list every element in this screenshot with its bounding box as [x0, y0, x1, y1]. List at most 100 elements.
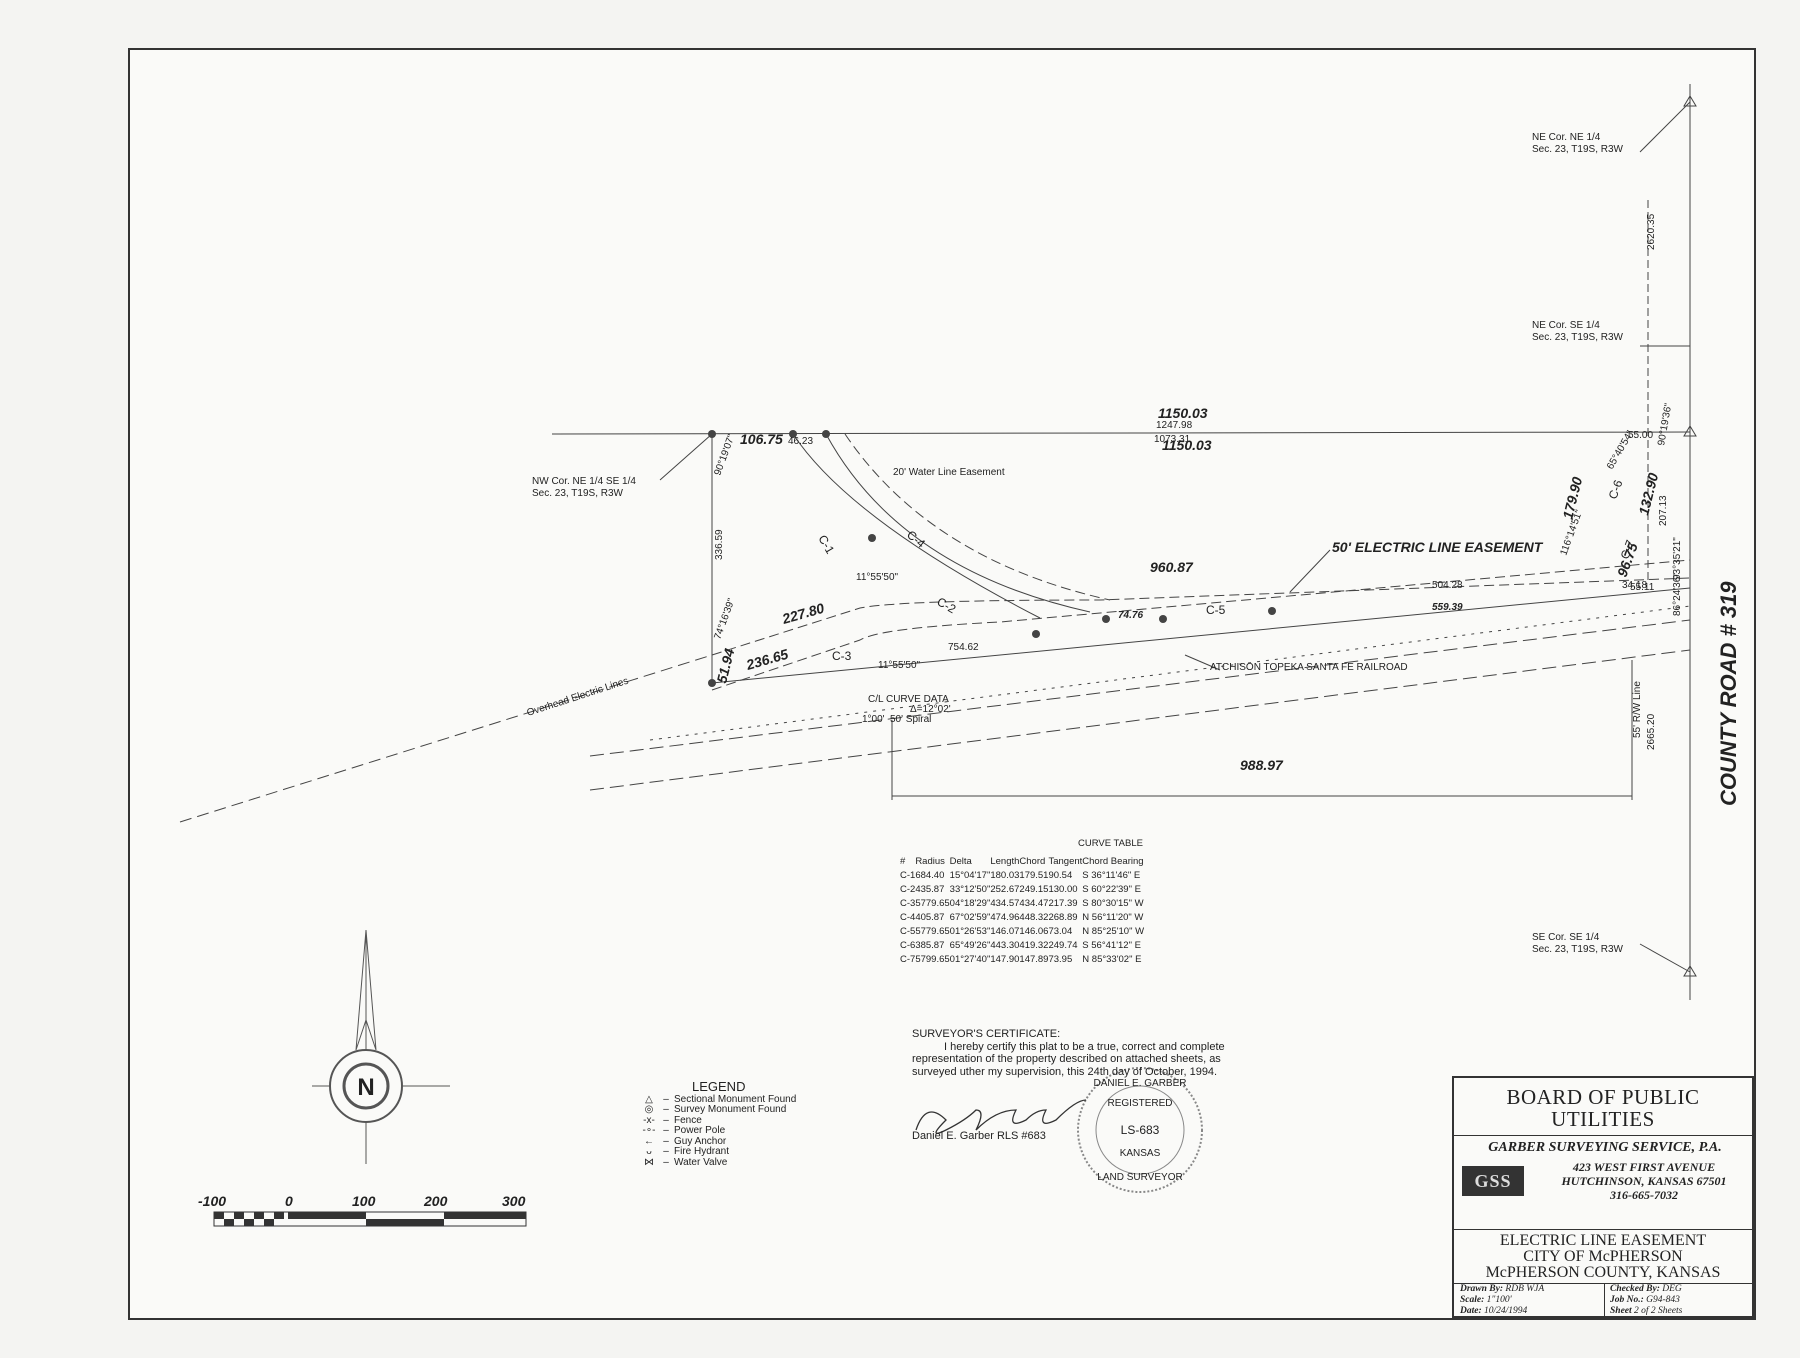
- water-easement-label: 20' Water Line Easement: [893, 467, 1005, 478]
- curve-col-length: Length: [990, 855, 1020, 867]
- scale-label-0: 0: [285, 1193, 293, 1209]
- monument-c5-end: [1268, 607, 1276, 615]
- table-cell: 15°04'17": [949, 869, 991, 881]
- curve-table-title: CURVE TABLE: [1078, 838, 1143, 849]
- table-cell: 252.67: [990, 883, 1020, 895]
- table-cell: C-1: [900, 869, 916, 881]
- certificate-heading: SURVEYOR'S CERTIFICATE:: [912, 1028, 1061, 1040]
- job-number: Job No.: G94-843: [1610, 1295, 1680, 1306]
- scale-label-300: 300: [502, 1193, 526, 1209]
- board-line2: UTILITIES: [1551, 1107, 1655, 1131]
- seal-state: KANSAS: [1120, 1148, 1161, 1159]
- dim-9675: 96.75: [1614, 540, 1641, 579]
- legend-item: -x-–Fence: [640, 1114, 796, 1127]
- table-cell: 5779.65: [915, 925, 950, 937]
- address-line2: HUTCHINSON, KANSAS 67501: [1561, 1174, 1727, 1188]
- legend-item: △–Sectional Monument Found: [640, 1093, 796, 1106]
- title-board: BOARD OF PUBLIC UTILITIES: [1454, 1078, 1752, 1136]
- scale-seg-4: [274, 1212, 284, 1219]
- table-cell: C-3: [900, 897, 916, 909]
- dim-1150-top: 1150.03: [1158, 405, 1208, 421]
- dim-22780: 227.80: [779, 600, 826, 628]
- monument-pt: [1159, 615, 1167, 623]
- sectional-monument-icon: △: [645, 1093, 653, 1105]
- north-arrow-inner-ring: [342, 1062, 390, 1110]
- scale-label-200: 200: [423, 1193, 448, 1209]
- scale-label-neg100: -100: [198, 1193, 226, 1209]
- project-line1: ELECTRIC LINE EASEMENT: [1499, 1232, 1707, 1249]
- north-arrow: N: [312, 929, 450, 1164]
- scale-seg-10: [444, 1212, 526, 1219]
- scale-seg-1: [214, 1212, 224, 1219]
- table-cell: 73.95: [1048, 953, 1073, 965]
- legend-text: Power Pole: [674, 1125, 726, 1136]
- table-row: C-2 435.87 33°12'50" 252.67 249.15 130.0…: [900, 882, 1144, 896]
- railroad-south-line: [589, 649, 1691, 791]
- railroad-label: ATCHISON TOPEKA SANTA FE RAILROAD: [1210, 662, 1408, 673]
- legend-item: ←–Guy Anchor: [640, 1135, 796, 1148]
- ne-ne-corner-line2: Sec. 23, T19S, R3W: [1532, 144, 1624, 155]
- dim-7476: 74.76: [1118, 610, 1143, 621]
- scale-label: Scale:: [1460, 1295, 1485, 1305]
- fire-hydrant-icon: ᴗ: [646, 1146, 652, 1157]
- certificate-line: surveyed uther my supervision, this 24th…: [912, 1065, 1218, 1078]
- legend-item: -∘-–Power Pole: [640, 1125, 796, 1137]
- surveyor-signature: [915, 1099, 1087, 1134]
- seal-inner-ring: [1095, 1085, 1185, 1175]
- cl-curve-title: C/L CURVE DATA: [868, 694, 949, 705]
- scale-bar: -100 0 100 200 300: [198, 1193, 527, 1227]
- firm-address: 423 WEST FIRST AVENUE HUTCHINSON, KANSAS…: [1538, 1160, 1750, 1202]
- scale-label-100: 100: [352, 1193, 376, 1209]
- table-cell: 249.15: [1019, 883, 1049, 895]
- table-cell: N 56°11'20" W: [1082, 911, 1144, 923]
- legend-item: ⋈–Water Valve: [640, 1156, 796, 1169]
- curve-col-num: #: [900, 855, 906, 867]
- dim-754: 754.62: [948, 642, 979, 653]
- scale-info: Scale: 1"100': [1460, 1295, 1512, 1306]
- monument-pc: [1102, 615, 1110, 623]
- angle-1155-top: 11°55'50": [856, 572, 899, 583]
- table-cell: 73.04: [1048, 925, 1073, 937]
- railroad-leader: [1184, 654, 1221, 671]
- legend-item: ◎–Survey Monument Found: [640, 1104, 796, 1116]
- title-block: BOARD OF PUBLIC UTILITIES GARBER SURVEYI…: [1452, 1076, 1754, 1318]
- monument-nw: [708, 430, 716, 438]
- monument-c3-end: [1032, 630, 1040, 638]
- monument-c1-start: [789, 430, 797, 438]
- legend-text: Water Valve: [674, 1156, 728, 1168]
- curve-col-tangent: Tangent: [1048, 855, 1083, 867]
- north-arrow-needle: [355, 929, 377, 1051]
- monuments: [708, 430, 1276, 687]
- job-label: Job No.:: [1610, 1295, 1644, 1305]
- curve-table-header: # Radius Delta Length Chord Tangent Chor…: [900, 854, 1144, 868]
- easement-leader: [1289, 549, 1331, 593]
- fence-icon: -x-: [643, 1114, 655, 1126]
- legend-text: Guy Anchor: [674, 1135, 727, 1147]
- railroad-north-line: [589, 619, 1691, 757]
- monument-c4-start: [822, 430, 830, 438]
- table-cell: 419.32: [1019, 939, 1049, 951]
- drawn-value: RDB WJA: [1505, 1284, 1545, 1294]
- table-cell: 448.32: [1019, 911, 1049, 923]
- table-cell: 33°12'50": [949, 883, 991, 895]
- checked-label: Checked By:: [1610, 1284, 1660, 1294]
- curve-col-bearing: Chord Bearing: [1082, 855, 1144, 867]
- legend-text: Fire Hydrant: [674, 1146, 730, 1157]
- dim-23665: 236.65: [743, 646, 790, 674]
- nw-corner-leader: [659, 433, 713, 481]
- angle-7416: 74°16'39": [712, 597, 737, 641]
- south-boundary-line: [711, 587, 1691, 684]
- seal-number: LS-683: [1121, 1123, 1160, 1137]
- table-cell: 385.87: [915, 939, 945, 951]
- signer-name: Daniel E. Garber RLS #683: [912, 1130, 1046, 1142]
- table-cell: 147.89: [1019, 953, 1049, 965]
- legend-item: ᴗ–Fire Hydrant: [640, 1146, 796, 1158]
- board-line1: BOARD OF PUBLIC: [1506, 1085, 1700, 1109]
- firm-name: GARBER SURVEYING SERVICE, P.A.: [1488, 1140, 1722, 1155]
- dim-55939: 559.39: [1432, 602, 1463, 613]
- table-cell: S 56°41'12" E: [1082, 939, 1141, 951]
- table-cell: 5779.65: [915, 897, 950, 909]
- table-cell: 147.90: [990, 953, 1020, 965]
- dim-5500: 55.00: [1628, 430, 1653, 441]
- angle-6540: 65°40'54": [1605, 429, 1636, 472]
